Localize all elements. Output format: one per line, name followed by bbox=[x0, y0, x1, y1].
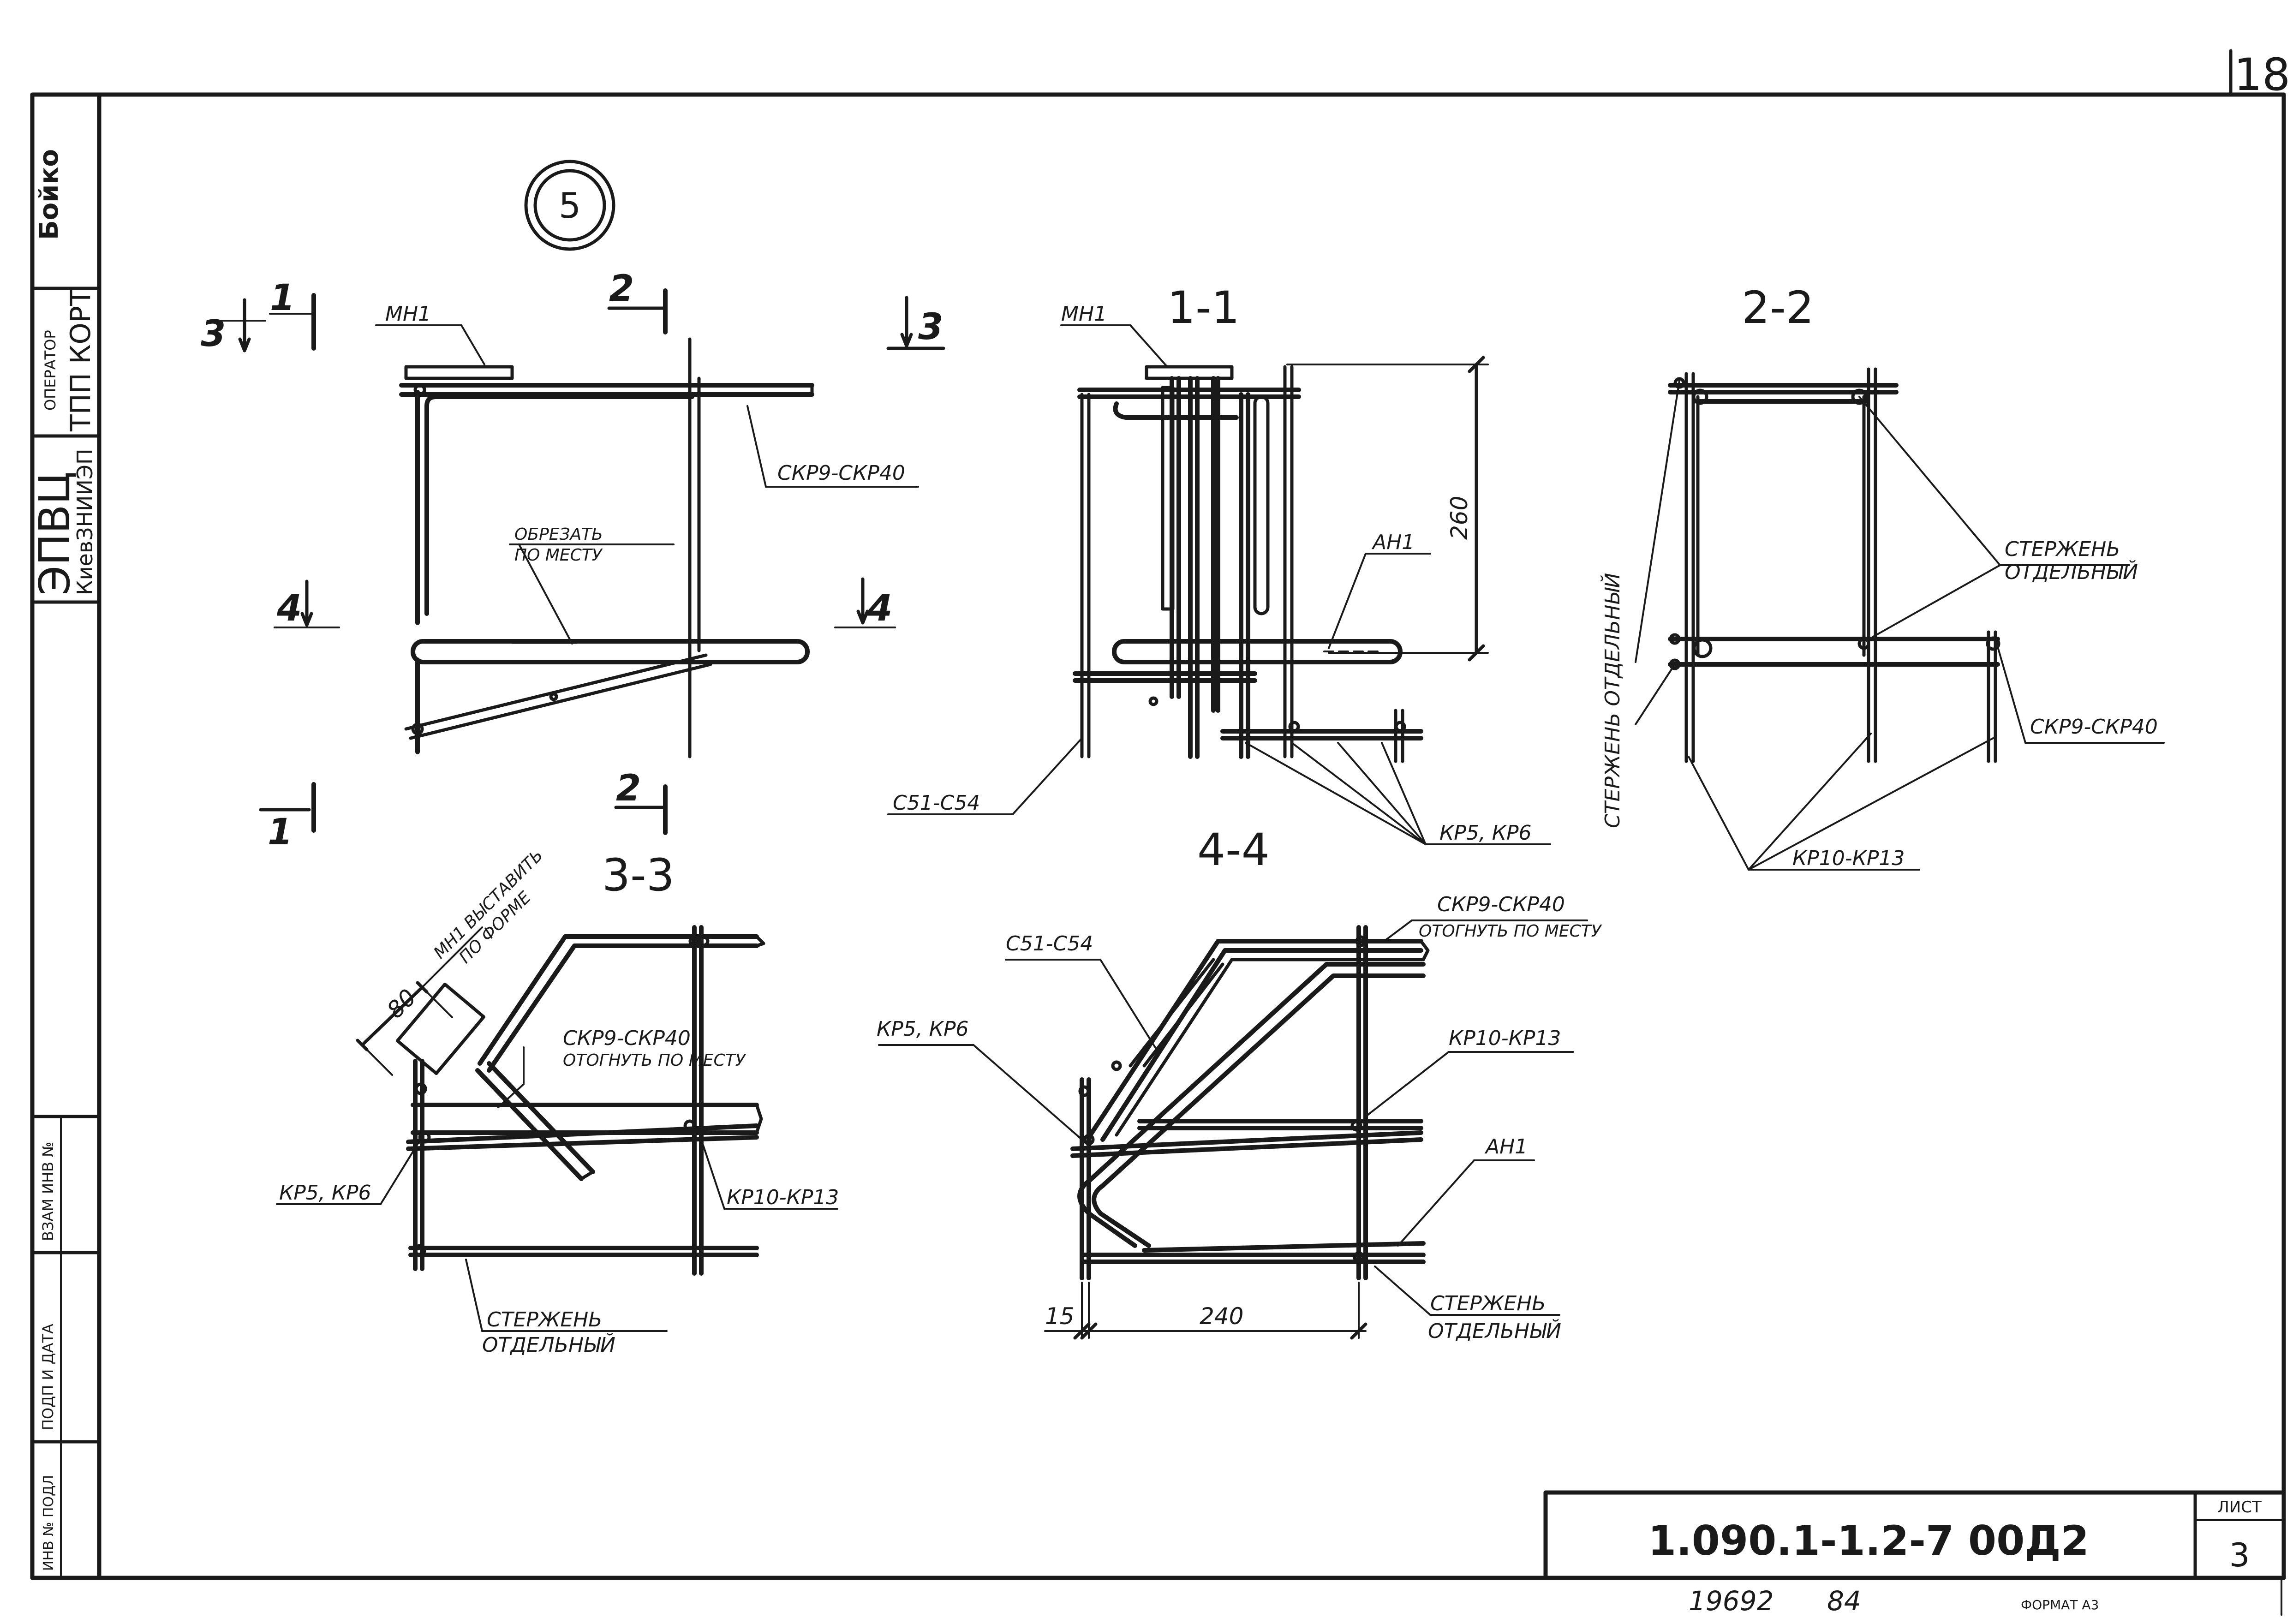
section-4-4-label-skr: СКР9-СКР40 bbox=[1437, 893, 1565, 916]
section-3-3-label-kr10: КР10-КР13 bbox=[727, 1186, 839, 1209]
section-4-4-label-c51: С51-С54 bbox=[1006, 932, 1093, 955]
plan-cut-1-bottom: 1 bbox=[268, 812, 293, 853]
section-4-4-label-kr10: КР10-КР13 bbox=[1449, 1027, 1561, 1050]
vzam-label: ВЗАМ ИНВ № bbox=[39, 1141, 57, 1241]
bottom-year: 84 bbox=[1827, 1585, 1861, 1617]
org-name: ЭПВЦ bbox=[30, 472, 79, 595]
org-subname: КиевЗНИИЭП bbox=[72, 448, 97, 595]
section-3-3: 3-3 bbox=[276, 846, 839, 1357]
plan-cut-2-top: 2 bbox=[609, 268, 634, 310]
section-3-3-label-skr: СКР9-СКР40 bbox=[563, 1027, 691, 1050]
section-1-1-geometry bbox=[887, 324, 1551, 845]
section-2-2-label-rod-line2: ОТДЕЛЬНЫЙ bbox=[2005, 560, 2138, 584]
section-1-1-label-an1: АН1 bbox=[1371, 531, 1415, 554]
plan-label-mn1: МН1 bbox=[385, 302, 431, 326]
podp-label: ПОДП И ДАТА bbox=[39, 1324, 57, 1430]
plan-cut-2-bottom: 2 bbox=[616, 768, 641, 809]
section-2-2: 2-2 bbox=[1600, 282, 2165, 871]
section-2-2-label-kr10: КР10-КР13 bbox=[1792, 847, 1905, 870]
section-3-3-label-bend: ОТОГНУТЬ ПО МЕСТУ bbox=[563, 1051, 746, 1070]
plan-cut-1-top: 1 bbox=[270, 277, 295, 319]
inv-label: ИНВ № ПОДЛ bbox=[41, 1475, 57, 1571]
section-4-4-title: 4-4 bbox=[1197, 824, 1270, 876]
plan-cut-3-left: 3 bbox=[201, 313, 226, 355]
section-4-4: 4-4 bbox=[877, 824, 1602, 1343]
section-2-2-label-rod-line1: СТЕРЖЕНЬ bbox=[2005, 537, 2120, 561]
signature-name: Бойко bbox=[34, 149, 64, 240]
section-4-4-dim-width: 240 bbox=[1200, 1303, 1243, 1330]
plan-cut-3-right: 3 bbox=[918, 306, 943, 348]
section-2-2-label-rod-vertical: СТЕРЖЕНЬ ОТДЕЛЬНЫЙ bbox=[1600, 573, 1624, 828]
sheet-label: ЛИСТ bbox=[2217, 1498, 2262, 1517]
plan-view: 1 1 2 2 3 3 4 4 МН1 СКР9-СКР40 ОБРЕЗАТЬ … bbox=[201, 268, 945, 853]
section-1-1: 1-1 bbox=[887, 282, 1551, 845]
corner-sheet-number: 183 bbox=[2234, 49, 2293, 101]
side-stamp: Бойко ОПЕРАТОР ТПП КОРТ ЭПВЦ КиевЗНИИЭП … bbox=[30, 149, 101, 1579]
section-2-2-title: 2-2 bbox=[1742, 282, 1814, 334]
section-2-2-label-skr: СКР9-СКР40 bbox=[2030, 715, 2158, 739]
document-code: 1.090.1-1.2-7 00Д2 bbox=[1648, 1517, 2089, 1564]
section-4-4-label-an1: АН1 bbox=[1484, 1135, 1528, 1158]
section-3-3-label-kr5: КР5, КР6 bbox=[279, 1181, 371, 1205]
plan-label-skr: СКР9-СКР40 bbox=[777, 461, 905, 485]
plan-cut-4-right: 4 bbox=[867, 588, 892, 629]
section-1-1-label-kr5: КР5, КР6 bbox=[1439, 821, 1532, 845]
section-2-2-geometry bbox=[1635, 367, 2165, 871]
detail-marker: 5 bbox=[524, 160, 615, 251]
plan-label-cut-line2: ПО МЕСТУ bbox=[514, 546, 603, 565]
section-4-4-label-rod-line1: СТЕРЖЕНЬ bbox=[1430, 1292, 1546, 1315]
format-label: ФОРМАТ А3 bbox=[2021, 1597, 2099, 1612]
section-4-4-label-bend: ОТОГНУТЬ ПО МЕСТУ bbox=[1419, 922, 1602, 941]
section-3-3-geometry bbox=[276, 925, 838, 1332]
plan-cut-4-left: 4 bbox=[276, 588, 302, 629]
section-3-3-title: 3-3 bbox=[602, 849, 675, 901]
bottom-number: 19692 bbox=[1689, 1585, 1774, 1617]
section-1-1-label-mn1: МН1 bbox=[1061, 302, 1107, 326]
section-4-4-geometry bbox=[878, 919, 1588, 1340]
section-1-1-label-c51: С51-С54 bbox=[893, 791, 980, 815]
sheet-frame: 183 bbox=[30, 49, 2293, 1616]
section-3-3-label-rod-line2: ОТДЕЛЬНЫЙ bbox=[482, 1332, 615, 1357]
section-4-4-label-rod-line2: ОТДЕЛЬНЫЙ bbox=[1428, 1319, 1561, 1343]
section-4-4-dim-left: 15 bbox=[1045, 1303, 1075, 1330]
plan-rebar-geometry bbox=[209, 288, 945, 835]
sheet-number: 3 bbox=[2229, 1536, 2250, 1574]
section-1-1-dim-height: 260 bbox=[1446, 496, 1473, 540]
section-4-4-label-kr5: КР5, КР6 bbox=[877, 1017, 969, 1041]
operator-label: ОПЕРАТОР bbox=[42, 330, 59, 411]
detail-number: 5 bbox=[559, 185, 581, 226]
operator-value: ТПП КОРТ bbox=[65, 289, 97, 432]
plan-label-cut-line1: ОБРЕЗАТЬ bbox=[514, 525, 603, 544]
section-3-3-label-rod-line1: СТЕРЖЕНЬ bbox=[487, 1308, 602, 1331]
section-1-1-title: 1-1 bbox=[1167, 282, 1240, 334]
title-block: 1.090.1-1.2-7 00Д2 ЛИСТ 3 19692 84 ФОРМА… bbox=[1543, 1490, 2286, 1617]
